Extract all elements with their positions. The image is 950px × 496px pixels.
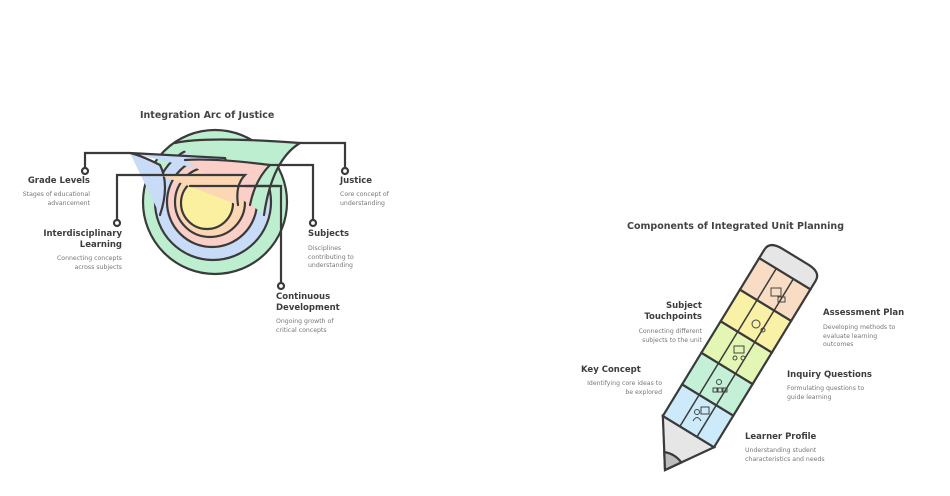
pencil-icons <box>692 287 786 422</box>
justice-desc: Core concept of understanding <box>340 191 389 207</box>
justice-title: Justice <box>340 176 373 186</box>
brain-network-icon <box>751 319 766 333</box>
arc-of-justice-graphic <box>80 128 350 291</box>
grade-levels-desc: Stages of educational advancement <box>22 191 90 207</box>
board-book-icon <box>770 287 786 303</box>
key-concept-title: Key Concept <box>581 365 641 375</box>
arc-title: Integration Arc of Justice <box>140 110 275 121</box>
learner-profile-desc: Understanding student characteristics an… <box>745 447 825 463</box>
interdisciplinary-desc: Connecting concepts across subjects <box>56 255 122 271</box>
continuous-desc: Ongoing growth of critical concepts <box>276 318 334 334</box>
interdisciplinary-title: Interdisciplinary Learning <box>43 229 122 250</box>
key-concept-desc: Identifying core ideas to be explored <box>587 380 662 396</box>
subject-touchpoints-desc: Connecting different subjects to the uni… <box>638 328 702 344</box>
inquiry-questions-desc: Formulating questions to guide learning <box>787 385 865 401</box>
subjects-desc: Disciplines contributing to understandin… <box>308 245 354 269</box>
pencil-title: Components of Integrated Unit Planning <box>627 221 844 232</box>
subjects-title: Subjects <box>308 229 350 239</box>
question-people-icon <box>732 345 746 361</box>
learner-profile-title: Learner Profile <box>745 432 817 442</box>
grade-levels-title: Grade Levels <box>27 176 90 186</box>
assessment-plan-desc: Developing methods to evaluate learning … <box>823 324 896 348</box>
learner-board-icon <box>692 406 710 422</box>
assessment-plan-title: Assessment Plan <box>823 308 905 318</box>
inquiry-questions-title: Inquiry Questions <box>787 370 872 380</box>
subject-touchpoints-title: Subject Touchpoints <box>644 301 702 322</box>
lightbulb-hierarchy-icon <box>712 379 728 393</box>
continuous-title: Continuous Development <box>276 292 340 313</box>
